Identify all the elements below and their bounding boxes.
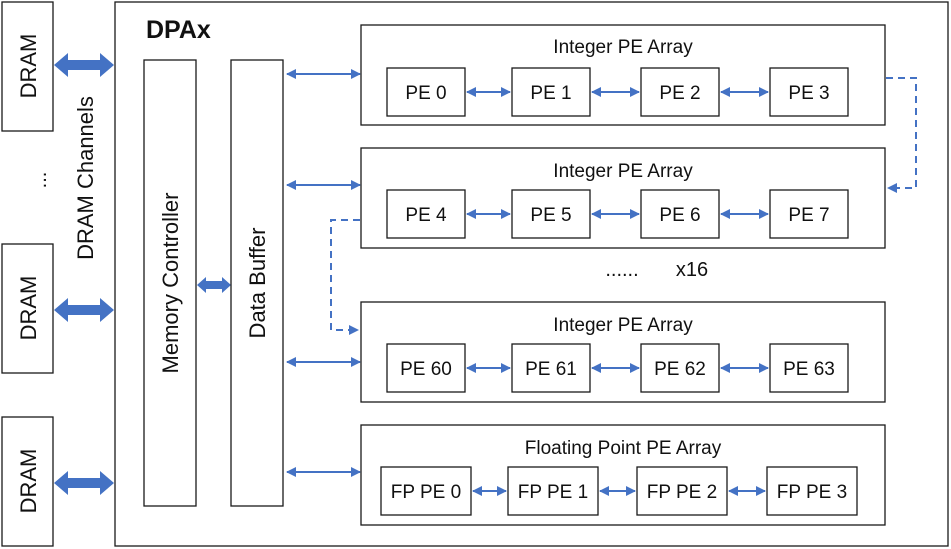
pe-box <box>766 466 858 516</box>
floating-point-pe-array: Floating Point PE Array FP PE 0 FP PE 1 … <box>360 424 886 526</box>
pe-box <box>386 67 466 117</box>
chain-connector-right <box>886 77 917 193</box>
dram-ellipsis: ... <box>29 172 51 189</box>
pe-label: PE 0 <box>405 83 446 104</box>
pe-label: FP PE 2 <box>647 482 717 503</box>
repeat-count: x16 <box>676 259 708 281</box>
pe-label: PE 1 <box>530 83 571 104</box>
dram-module-2: DRAM <box>1 243 54 374</box>
pe-box <box>511 343 591 393</box>
pe-label: PE 61 <box>525 359 577 380</box>
dram-channels-label: DRAM Channels <box>73 96 98 260</box>
pe-box <box>386 343 466 393</box>
integer-pe-array-2: Integer PE Array PE 4 PE 5 PE 6 PE 7 <box>360 147 886 249</box>
pe-box <box>640 67 720 117</box>
dram-label: DRAM <box>16 34 41 99</box>
chain-connector-left <box>330 219 360 335</box>
pe-label: PE 7 <box>788 205 829 226</box>
pe-box <box>640 343 720 393</box>
pe-box <box>507 466 599 516</box>
dram-channel-arrow-1 <box>54 53 114 77</box>
pe-box <box>769 343 849 393</box>
dram-module-1: DRAM <box>1 1 54 132</box>
dpax-title: DPAx <box>146 16 211 44</box>
repeat-ellipsis: ...... <box>605 259 638 281</box>
pe-label: FP PE 0 <box>391 482 461 503</box>
pe-label: PE 6 <box>659 205 700 226</box>
array-title: Integer PE Array <box>553 315 693 336</box>
dram-label: DRAM <box>16 449 41 514</box>
pe-box <box>640 189 720 239</box>
dram-module-3: DRAM <box>1 416 54 547</box>
array-title: Integer PE Array <box>553 161 693 182</box>
pe-box <box>511 67 591 117</box>
pe-box <box>386 189 466 239</box>
dram-channel-arrow-2 <box>54 298 114 322</box>
pe-label: PE 4 <box>405 205 447 226</box>
pe-label: PE 60 <box>400 359 452 380</box>
array-title: Integer PE Array <box>553 37 693 58</box>
data-buffer: Data Buffer <box>230 59 284 507</box>
dram-label: DRAM <box>16 276 41 341</box>
pe-label: PE 3 <box>788 83 829 104</box>
dram-channel-arrow-3 <box>54 471 114 495</box>
pe-label: PE 5 <box>530 205 571 226</box>
pe-box <box>636 466 728 516</box>
pe-label: PE 2 <box>659 83 700 104</box>
pe-label: PE 62 <box>654 359 706 380</box>
pe-label: FP PE 3 <box>777 482 847 503</box>
pe-box <box>769 189 849 239</box>
mc-db-arrow <box>197 277 231 293</box>
memory-controller: Memory Controller <box>143 59 197 507</box>
memory-controller-label: Memory Controller <box>158 193 183 374</box>
pe-label: FP PE 1 <box>518 482 588 503</box>
pe-box <box>380 466 472 516</box>
integer-pe-array-1: Integer PE Array PE 0 PE 1 PE 2 PE 3 <box>360 24 886 126</box>
integer-pe-array-3: Integer PE Array PE 60 PE 61 PE 62 PE 63 <box>360 301 886 403</box>
pe-box <box>511 189 591 239</box>
data-buffer-label: Data Buffer <box>245 228 270 339</box>
pe-box <box>769 67 849 117</box>
array-title: Floating Point PE Array <box>525 438 722 459</box>
pe-label: PE 63 <box>783 359 835 380</box>
